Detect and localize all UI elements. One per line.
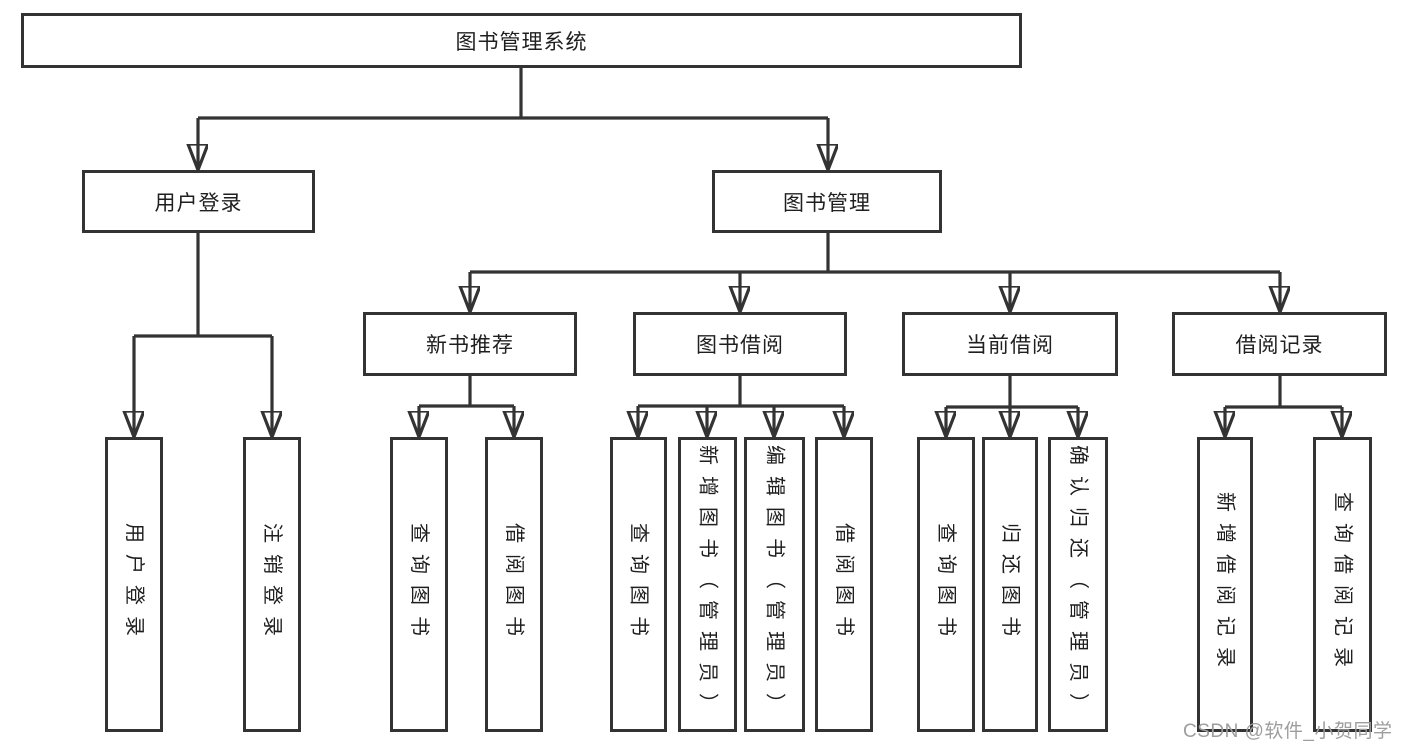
leaf-label: 归还图书 [999,522,1021,647]
node-label: 新书推荐 [426,334,514,357]
node-book-management: 图书管理 [712,170,942,233]
node-user-login: 用户登录 [82,170,315,233]
csdn-watermark: CSDN @软件_小贺同学 [1183,721,1393,742]
node-library-management-system: 图书管理系统 [21,13,1022,68]
node-label: 借阅记录 [1235,334,1324,357]
node-label: 用户登录 [154,191,243,215]
node-current-borrowing: 当前借阅 [902,312,1118,376]
leaf-query-books-borrowing: 查询图书 [610,437,667,732]
leaf-confirm-return-admin: 确认归还（管理员） [1048,437,1108,732]
leaf-edit-books-admin: 编辑图书（管理员） [744,437,805,732]
node-label: 当前借阅 [966,334,1054,357]
node-label: 图书借阅 [696,334,784,357]
leaf-label: 查询图书 [627,522,650,647]
leaf-user-login: 用户登录 [105,437,163,732]
leaf-label: 查询图书 [935,522,957,647]
leaf-label: 借阅图书 [503,522,525,647]
node-borrowing-records: 借阅记录 [1172,312,1387,376]
leaf-borrow-books-recommend: 借阅图书 [485,437,543,732]
leaf-query-books-current: 查询图书 [917,437,975,732]
leaf-borrow-books: 借阅图书 [815,437,873,732]
leaf-query-borrow-record: 查询借阅记录 [1313,437,1372,732]
leaf-query-books-recommend: 查询图书 [390,437,448,732]
leaf-return-books: 归还图书 [982,437,1038,732]
node-label: 图书管理 [783,191,871,215]
leaf-label: 用户登录 [123,522,145,647]
node-label: 图书管理系统 [455,30,588,54]
leaf-label: 新增借阅记录 [1214,491,1236,678]
leaf-label: 查询借阅记录 [1331,491,1354,678]
leaf-logout: 注销登录 [243,437,301,732]
leaf-label: 借阅图书 [833,522,855,647]
leaf-label: 注销登录 [261,522,283,647]
node-new-book-recommend: 新书推荐 [363,312,577,376]
leaf-label: 编辑图书（管理员） [763,445,786,724]
leaf-label: 查询图书 [408,522,430,647]
leaf-label: 新增图书（管理员） [696,445,719,724]
leaf-add-borrow-record: 新增借阅记录 [1197,437,1253,732]
leaf-label: 确认归还（管理员） [1067,445,1089,724]
leaf-add-books-admin: 新增图书（管理员） [678,437,737,732]
node-book-borrowing: 图书借阅 [633,312,847,376]
